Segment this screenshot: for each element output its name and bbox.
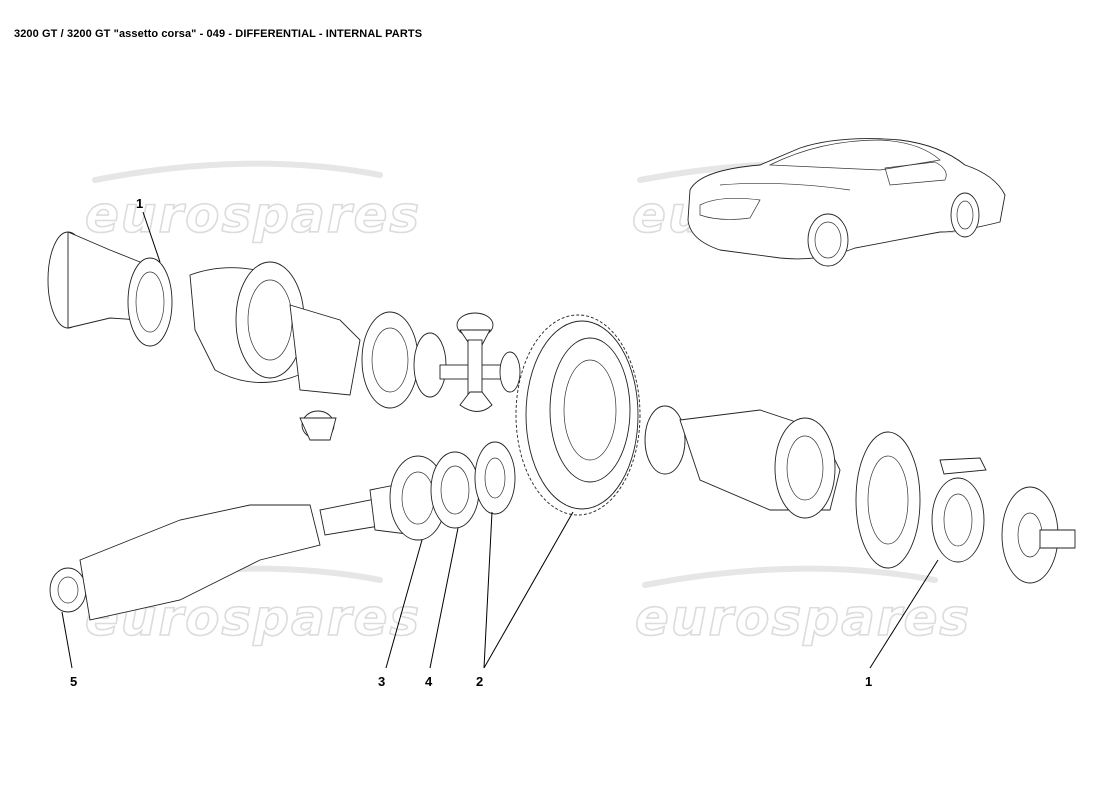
callout-3: 3 — [378, 674, 385, 689]
callout-1-top: 1 — [136, 196, 143, 211]
leader-1-top — [142, 211, 161, 263]
right-housing — [644, 405, 1076, 584]
bearing-4 — [430, 451, 480, 529]
leader-2a — [483, 511, 493, 669]
callout-4: 4 — [425, 674, 433, 689]
svg-text:eurospares: eurospares — [635, 589, 971, 647]
pinion-gear — [474, 441, 516, 515]
leader-5 — [61, 611, 73, 669]
leader-2b — [483, 511, 574, 669]
leader-3 — [385, 539, 423, 669]
callout-5: 5 — [70, 674, 77, 689]
watermark-bottom-left: eurospares — [84, 565, 420, 648]
differential-housing — [47, 231, 447, 409]
ring-gear — [515, 314, 641, 516]
watermark-bottom-right: eurospares — [634, 565, 971, 648]
callout-2: 2 — [476, 674, 483, 689]
spider-gears — [299, 312, 521, 441]
watermark-top-left: eurospares — [84, 160, 421, 245]
svg-text:eurospares: eurospares — [85, 186, 421, 244]
callout-1-right: 1 — [865, 674, 872, 689]
page-title: 3200 GT / 3200 GT "assetto corsa" - 049 … — [14, 28, 423, 40]
leader-4 — [429, 527, 459, 669]
leader-1-right — [869, 559, 939, 669]
car-illustration — [687, 138, 1006, 267]
